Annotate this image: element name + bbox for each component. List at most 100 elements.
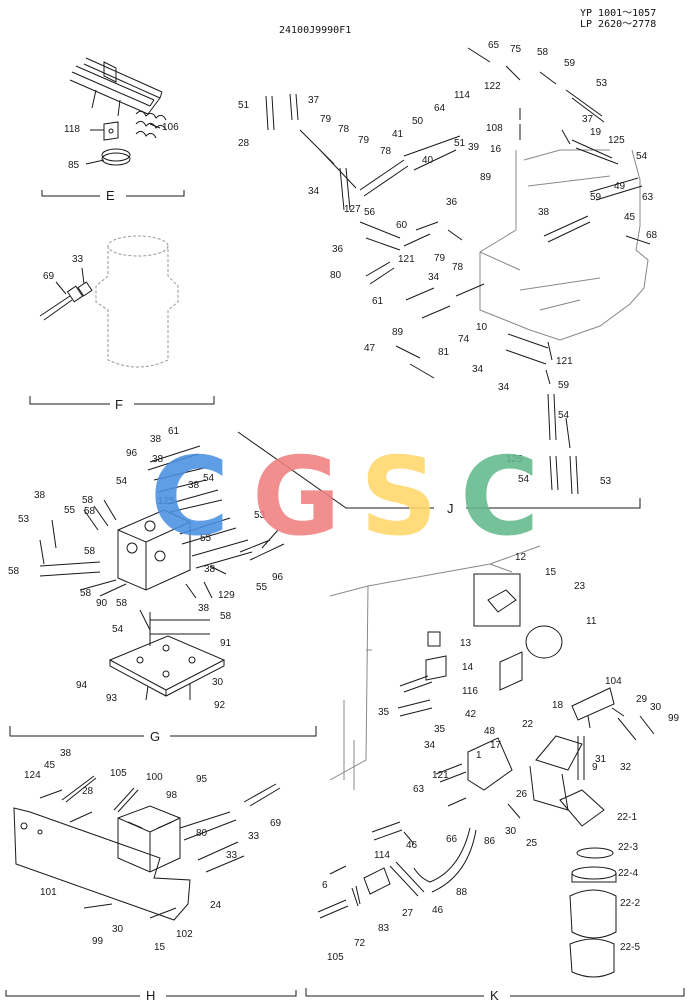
part-label-j-26: 54 <box>636 151 648 162</box>
j-machine-body <box>479 149 649 341</box>
part-label-j-58: 53 <box>600 476 612 487</box>
g-fittings <box>39 445 285 701</box>
part-label-g-14: 38 <box>34 490 46 501</box>
k-fittings <box>317 573 655 978</box>
part-label-k-19: 31 <box>595 754 607 765</box>
part-label-j-7: 51 <box>238 100 250 111</box>
part-label-k-20: 34 <box>424 740 436 751</box>
part-label-f-1: 69 <box>43 271 55 282</box>
part-label-k-7: 116 <box>462 686 478 697</box>
part-label-k-26: 26 <box>516 789 528 800</box>
part-label-h-15: 99 <box>92 936 104 947</box>
part-label-j-46: 10 <box>476 322 488 333</box>
part-label-j-20: 41 <box>392 129 404 140</box>
part-label-j-11: 108 <box>486 123 503 134</box>
part-label-k-42: 72 <box>354 938 366 949</box>
part-label-g-2: 38 <box>150 434 162 445</box>
part-label-j-36: 45 <box>624 212 636 223</box>
part-label-j-16: 125 <box>608 135 625 146</box>
part-label-g-28: 91 <box>220 638 232 649</box>
part-label-j-23: 16 <box>490 144 502 155</box>
part-label-g-22: 38 <box>198 603 210 614</box>
part-label-k-9: 42 <box>465 709 477 720</box>
part-label-g-3: 96 <box>126 448 138 459</box>
part-label-j-30: 63 <box>642 192 654 203</box>
part-label-h-6: 28 <box>82 786 94 797</box>
part-label-h-4: 105 <box>110 768 127 779</box>
clip-part <box>103 121 119 141</box>
part-label-j-56: 125 <box>506 454 523 465</box>
part-label-g-20: 90 <box>96 598 108 609</box>
part-label-j-4: 59 <box>564 58 576 69</box>
part-label-j-55: 54 <box>558 410 570 421</box>
part-label-j-14: 64 <box>434 103 446 114</box>
section-j-frame <box>237 431 641 509</box>
section-g: G <box>9 445 317 744</box>
part-label-h-5: 100 <box>146 772 163 783</box>
part-label-k-13: 30 <box>650 702 662 713</box>
part-label-j-33: 59 <box>590 192 602 203</box>
part-label-h-10: 33 <box>248 831 260 842</box>
part-label-k-3: 23 <box>574 581 586 592</box>
part-label-g-19: 58 <box>80 588 92 599</box>
j-fittings <box>265 47 651 495</box>
part-label-j-57: 54 <box>518 474 530 485</box>
part-label-j-8: 37 <box>308 95 320 106</box>
part-label-j-25: 40 <box>422 155 434 166</box>
part-label-k-35: 22-4 <box>618 868 638 879</box>
part-label-h-9: 69 <box>270 818 282 829</box>
part-label-g-32: 92 <box>214 700 226 711</box>
part-label-j-50: 47 <box>364 343 376 354</box>
part-label-g-10: 53 <box>18 514 30 525</box>
part-label-j-38: 68 <box>646 230 658 241</box>
part-label-h-18: 102 <box>176 929 193 940</box>
part-label-k-16: 22 <box>522 719 534 730</box>
part-label-g-26: 58 <box>220 611 232 622</box>
part-label-h-14: 24 <box>210 900 222 911</box>
part-label-k-40: 22-2 <box>620 898 640 909</box>
part-label-g-11: 55 <box>64 505 76 516</box>
part-label-k-30: 86 <box>484 836 496 847</box>
hose-clamp-part <box>101 148 131 166</box>
section-f-title: F <box>115 397 123 412</box>
part-label-k-32: 22-3 <box>618 842 638 853</box>
part-label-k-24: 32 <box>620 762 632 773</box>
part-label-g-16: 58 <box>84 546 96 557</box>
section-j: J <box>237 47 651 516</box>
part-label-k-25: 63 <box>413 784 425 795</box>
part-label-g-7: 125 <box>158 496 175 507</box>
part-label-k-5: 13 <box>460 638 472 649</box>
part-label-g-30: 30 <box>212 677 224 688</box>
part-label-j-27: 89 <box>480 172 492 183</box>
part-label-g-31: 93 <box>106 693 118 704</box>
part-label-j-1: 65 <box>488 40 500 51</box>
part-label-g-8: 54 <box>203 473 215 484</box>
part-label-j-40: 79 <box>434 253 446 264</box>
part-label-j-29: 49 <box>614 181 626 192</box>
part-label-j-42: 80 <box>330 270 342 281</box>
mounting-plate <box>108 635 226 697</box>
part-label-k-36: 6 <box>322 880 328 891</box>
part-label-g-1: 61 <box>168 426 180 437</box>
part-label-k-44: 22-5 <box>620 942 640 953</box>
serial-range-2: LP 2620～2778 <box>580 19 657 30</box>
mounting-bracket <box>13 807 191 921</box>
part-label-g-5: 54 <box>116 476 128 487</box>
section-e: E <box>41 57 185 203</box>
part-label-j-10: 79 <box>320 114 332 125</box>
part-label-j-2: 75 <box>510 44 522 55</box>
part-label-g-27: 54 <box>112 624 124 635</box>
part-label-k-18: 17 <box>490 740 502 751</box>
part-label-j-35: 56 <box>364 207 376 218</box>
section-h-title: H <box>146 988 155 1000</box>
part-label-g-12: 58 <box>84 506 96 517</box>
part-label-g-17: 38 <box>204 564 216 575</box>
part-label-k-11: 18 <box>552 700 564 711</box>
part-label-g-4: 38 <box>152 454 164 465</box>
part-label-g-18: 53 <box>254 510 266 521</box>
part-label-j-31: 127 <box>344 204 361 215</box>
part-label-h-16: 30 <box>112 924 124 935</box>
part-label-j-12: 37 <box>582 114 594 125</box>
part-label-j-18: 50 <box>412 116 424 127</box>
